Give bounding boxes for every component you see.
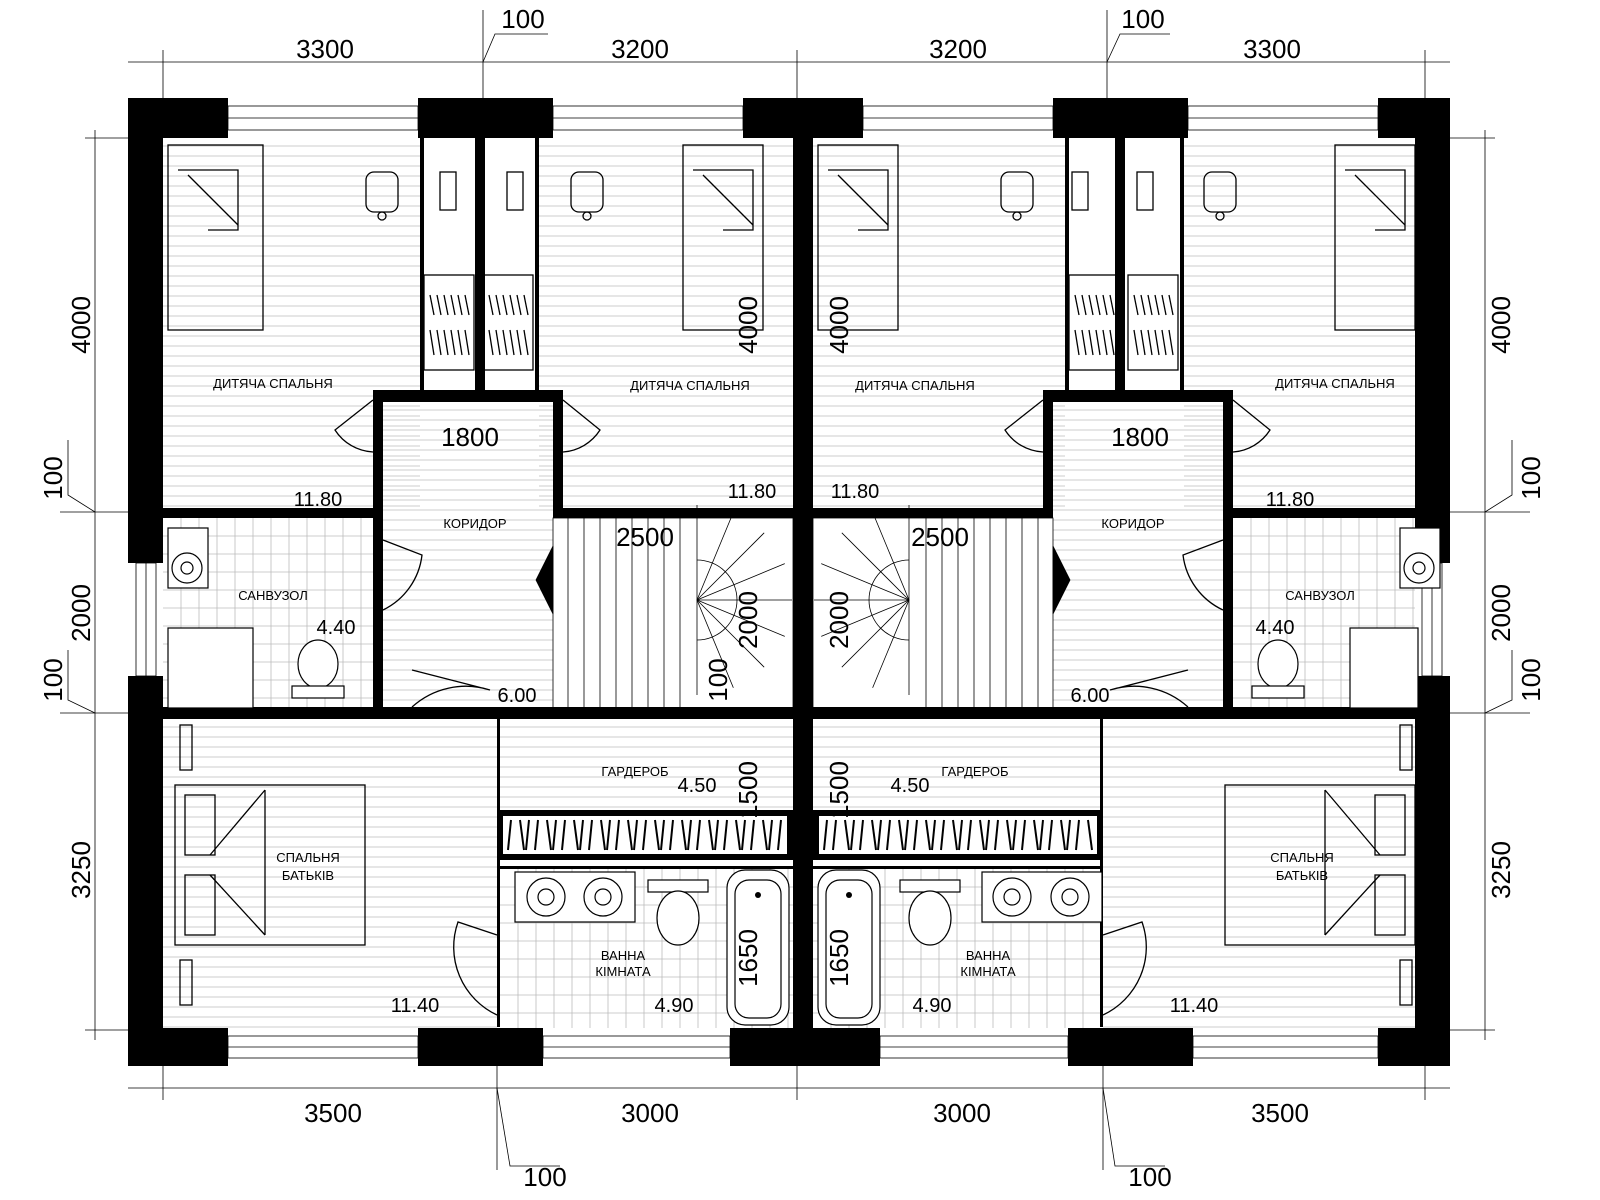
room-area-kids: 11.80 [728, 481, 777, 503]
room-label-wc: САНВУЗОЛ [238, 588, 308, 603]
wc-cabinet [1349, 627, 1419, 709]
dim-bottom-1: 3500 [304, 1098, 362, 1128]
dim-bottom-4: 3500 [1251, 1098, 1309, 1128]
room-label-bath: КІМНАТА [960, 964, 1016, 979]
dim-tub-length: 1650 [824, 929, 854, 987]
dim-corridor-width: 1800 [441, 422, 499, 452]
dim-tub-length: 1650 [733, 929, 763, 987]
dim-right-gap-1: 100 [1516, 456, 1546, 499]
dim-stair-length: 2500 [616, 522, 674, 552]
double-sink-icon [981, 871, 1103, 923]
dim-inner-rooms: 4000 [824, 296, 854, 354]
dim-left-parents: 3250 [66, 841, 96, 899]
washbasin-icon [1399, 527, 1441, 589]
dim-left-rooms: 4000 [66, 296, 96, 354]
furniture [167, 144, 1416, 1006]
dim-bottom-gap-2: 100 [1128, 1162, 1171, 1192]
room-label-bath: ВАННА [601, 948, 646, 963]
room-label-bath: КІМНАТА [595, 964, 651, 979]
sanitary-fixtures [167, 527, 1441, 1026]
room-area-corridor: 6.00 [1071, 685, 1110, 707]
room-label-wardrobe: ГАРДЕРОБ [601, 764, 668, 779]
room-area-kids: 11.80 [1266, 489, 1315, 511]
toilet-icon [899, 879, 961, 946]
dim-right-bath: 2000 [1486, 584, 1516, 642]
dim-corridor-width: 1800 [1111, 422, 1169, 452]
dim-top-gap-1: 100 [501, 4, 544, 34]
windows [135, 105, 1443, 1059]
bathtub-icon [817, 869, 881, 1026]
staircases [535, 505, 1071, 709]
room-label-bath: ВАННА [966, 948, 1011, 963]
dim-stair-step: 100 [703, 658, 733, 701]
dim-left-gap-2: 100 [38, 658, 68, 701]
wc-cabinet [167, 627, 254, 709]
room-area-kids: 11.80 [294, 489, 343, 511]
room-label-parents: БАТЬКІВ [1276, 868, 1328, 883]
room-label-kids: ДИТЯЧА СПАЛЬНЯ [213, 376, 333, 391]
double-sink-icon [514, 871, 636, 923]
dim-top-4: 3300 [1243, 34, 1301, 64]
room-area-corridor: 6.00 [498, 685, 537, 707]
room-label-kids: ДИТЯЧА СПАЛЬНЯ [630, 378, 750, 393]
dim-wardrobe-depth: 1500 [824, 761, 854, 819]
interior-partitions [128, 138, 1450, 1027]
toilet-icon [647, 879, 709, 946]
room-area-parents: 11.40 [391, 995, 440, 1017]
wardrobe-rails [497, 810, 1103, 860]
dim-wardrobe-depth: 1500 [733, 761, 763, 819]
dim-right-gap-2: 100 [1516, 658, 1546, 701]
dim-bottom-2: 3000 [621, 1098, 679, 1128]
dim-left-gap-1: 100 [38, 456, 68, 499]
room-area-wc: 4.40 [317, 617, 356, 639]
dim-top-1: 3300 [296, 34, 354, 64]
room-label-kids: ДИТЯЧА СПАЛЬНЯ [1275, 376, 1395, 391]
dim-bottom-3: 3000 [933, 1098, 991, 1128]
room-label-parents: СПАЛЬНЯ [276, 850, 340, 865]
dim-right-parents: 3250 [1486, 841, 1516, 899]
washbasin-icon [167, 527, 209, 589]
room-area-wc: 4.40 [1256, 617, 1295, 639]
room-label-parents: СПАЛЬНЯ [1270, 850, 1334, 865]
dim-inner-rooms: 4000 [733, 296, 763, 354]
room-label-wc: САНВУЗОЛ [1285, 588, 1355, 603]
room-label-corridor: КОРИДОР [443, 516, 506, 531]
room-area-kids: 11.80 [831, 481, 880, 503]
room-area-wardrobe: 4.50 [891, 775, 930, 797]
dim-stair-length: 2500 [911, 522, 969, 552]
toilet-icon [1251, 639, 1305, 699]
room-area-bath: 4.90 [913, 995, 952, 1017]
dim-left-bath: 2000 [66, 584, 96, 642]
dim-top-2: 3200 [611, 34, 669, 64]
doors [334, 399, 1271, 1016]
dim-top-3: 3200 [929, 34, 987, 64]
room-label-corridor: КОРИДОР [1101, 516, 1164, 531]
room-area-parents: 11.40 [1170, 995, 1219, 1017]
dim-bottom-gap-1: 100 [523, 1162, 566, 1192]
room-label-kids: ДИТЯЧА СПАЛЬНЯ [855, 378, 975, 393]
dim-right-rooms: 4000 [1486, 296, 1516, 354]
room-area-wardrobe: 4.50 [678, 775, 717, 797]
exterior-walls [128, 98, 1450, 1066]
room-area-bath: 4.90 [655, 995, 694, 1017]
dim-stair-width: 2000 [733, 591, 763, 649]
room-label-parents: БАТЬКІВ [282, 868, 334, 883]
dim-top-gap-2: 100 [1121, 4, 1164, 34]
room-label-wardrobe: ГАРДЕРОБ [941, 764, 1008, 779]
bathtub-icon [726, 869, 790, 1026]
toilet-icon [291, 639, 345, 699]
dim-stair-width: 2000 [824, 591, 854, 649]
